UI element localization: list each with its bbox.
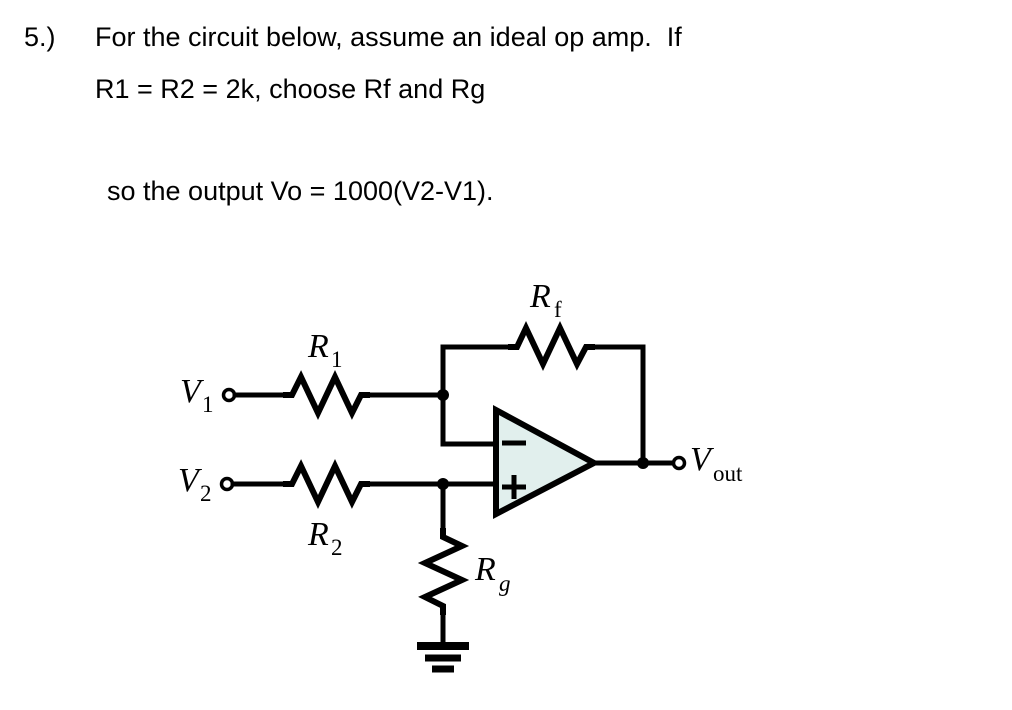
feedback-right-wire	[590, 344, 646, 466]
v1-input-branch	[221, 369, 449, 421]
rg-resistor-symbol	[417, 528, 470, 615]
output-node-junction-dot	[637, 457, 649, 469]
label-rg-subscript: g	[499, 571, 511, 596]
inverting-node-wiring	[440, 344, 513, 447]
rg-ground-branch	[417, 481, 470, 673]
question-number: 5.)	[24, 22, 56, 52]
question-line-3: so the output Vo = 1000(V2-V1).	[107, 176, 494, 206]
inverting-input-wire	[440, 344, 499, 447]
label-vout-subscript: out	[713, 461, 743, 486]
question-line-2: R1 = R2 = 2k, choose Rf and Rg	[95, 74, 486, 104]
label-rf: R	[529, 278, 551, 315]
rf-feedback-branch	[508, 320, 646, 466]
vout-terminal-node	[671, 455, 687, 471]
label-r1-subscript: 1	[331, 347, 343, 372]
question-line-1: For the circuit below, assume an ideal o…	[95, 22, 682, 52]
r1-resistor-symbol	[283, 369, 370, 421]
label-r1: R	[307, 328, 329, 365]
label-v1-subscript: 1	[202, 392, 214, 417]
op-amp	[493, 404, 687, 519]
label-r2-subscript: 2	[331, 535, 343, 560]
label-rg: R	[474, 551, 496, 588]
rf-resistor-symbol	[508, 320, 595, 372]
label-vout: V	[690, 441, 715, 478]
label-v2-subscript: 2	[200, 481, 212, 506]
label-r2: R	[307, 516, 329, 553]
r2-resistor-symbol	[283, 458, 370, 510]
op-amp-triangle	[493, 404, 601, 519]
label-rf-subscript: f	[554, 297, 562, 322]
v2-input-branch	[219, 458, 499, 510]
